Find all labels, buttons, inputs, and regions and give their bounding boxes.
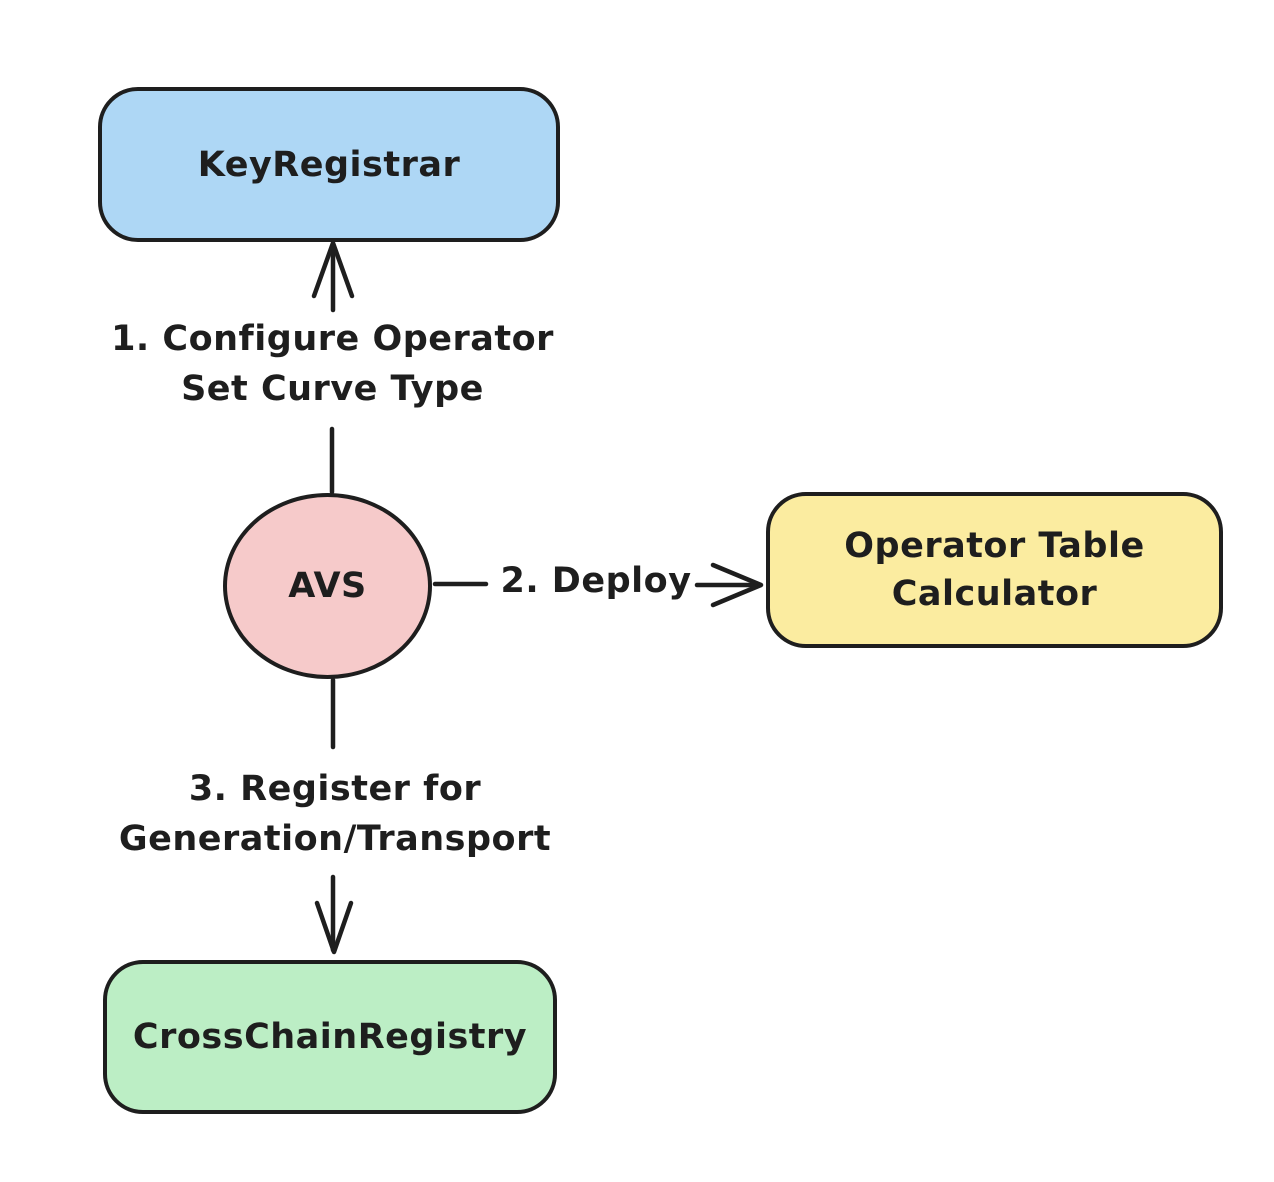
- edge-register-generation-transport: [314, 677, 354, 955]
- node-cross-chain-registry: CrossChainRegistry: [103, 960, 557, 1114]
- edge-label-deploy: 2. Deploy: [494, 558, 698, 604]
- edge-label-register-line2: Generation/Transport: [118, 819, 552, 859]
- arrowhead-right-icon: [710, 562, 764, 608]
- node-avs: AVS: [223, 493, 432, 679]
- edge-label-deploy-line1: 2. Deploy: [500, 561, 692, 601]
- arrowhead-up-icon: [311, 240, 355, 299]
- edge-label-register-line1: 3. Register for: [188, 769, 482, 809]
- edge-deploy: [432, 562, 764, 608]
- node-cross-chain-registry-label: CrossChainRegistry: [132, 1017, 528, 1057]
- node-avs-label: AVS: [288, 566, 367, 606]
- node-key-registrar-label: KeyRegistrar: [197, 144, 461, 185]
- node-operator-table-calculator: Operator Table Calculator: [766, 492, 1223, 648]
- arrowhead-down-icon: [314, 900, 354, 955]
- node-operator-table-calculator-label-line1: Operator Table: [844, 526, 1145, 566]
- node-key-registrar: KeyRegistrar: [98, 87, 560, 242]
- edge-label-configure-curve-type: 1. Configure Operator Set Curve Type: [80, 314, 585, 414]
- edge-label-configure-line2: Set Curve Type: [181, 369, 484, 409]
- node-operator-table-calculator-label-line2: Calculator: [891, 574, 1098, 614]
- edge-label-register-generation-transport: 3. Register for Generation/Transport: [80, 764, 590, 864]
- edge-configure-curve-type: [311, 240, 355, 495]
- edge-label-configure-line1: 1. Configure Operator: [111, 319, 554, 359]
